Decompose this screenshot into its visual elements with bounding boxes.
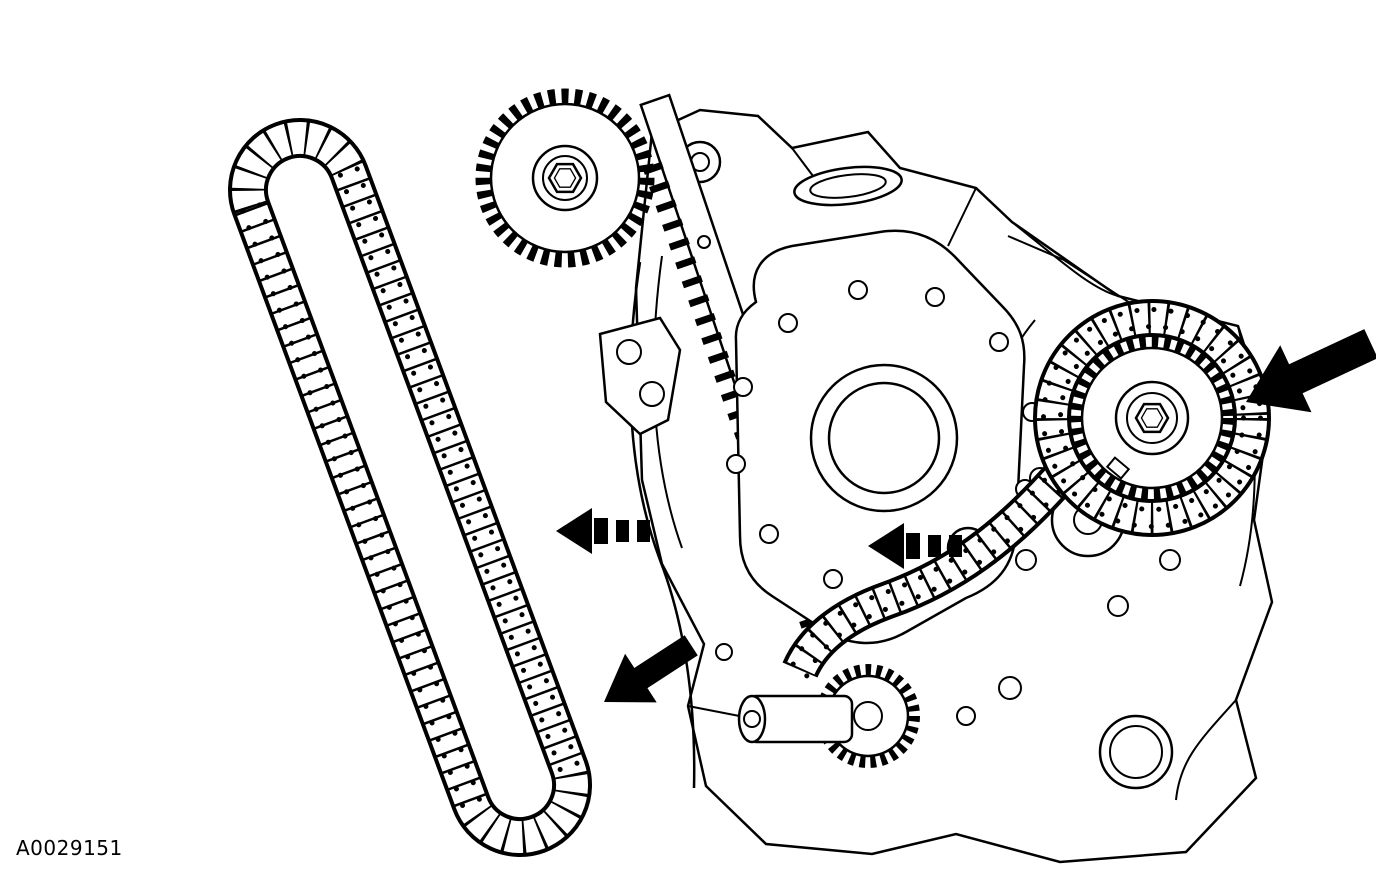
- key-tab: [1105, 456, 1131, 480]
- bolt-hole: [956, 706, 976, 726]
- bolt-hole: [759, 524, 779, 544]
- mounting-bracket: [598, 316, 682, 436]
- bolt-hole: [823, 569, 843, 589]
- crank-chain-ring: [1033, 299, 1271, 537]
- timing-chain-loop: [228, 118, 592, 857]
- bolt-hole: [925, 287, 945, 307]
- sprocket-teeth: [1068, 334, 1236, 502]
- seal-opening-inner: [827, 381, 941, 495]
- dashed-callout-arrow-mid-left: [556, 508, 650, 554]
- callout-arrows: [556, 329, 1376, 703]
- stud: [715, 643, 733, 661]
- sprocket-teeth: [475, 88, 655, 268]
- bolt-hole: [848, 280, 868, 300]
- crankshaft-sprocket: [1068, 334, 1236, 502]
- figure-label: A0029151: [16, 836, 123, 860]
- bolt-hole: [733, 377, 753, 397]
- bolt-hole: [1107, 595, 1129, 617]
- bolt-hole: [726, 454, 746, 474]
- bolt-hole: [1015, 549, 1037, 571]
- camshaft-sprocket: [475, 88, 655, 268]
- guide-teeth: [642, 161, 825, 641]
- bolt-hole: [998, 676, 1022, 700]
- crank-chain-run: [782, 460, 1078, 679]
- bolt-hole: [778, 313, 798, 333]
- bolt-hole: [989, 332, 1009, 352]
- bolt-hole: [1159, 549, 1181, 571]
- solid-callout-arrow-lower-left: [604, 635, 698, 703]
- lower-engine-details: [715, 643, 920, 768]
- large-solid-callout-arrow-right: [1246, 329, 1376, 413]
- dashed-callout-arrow-center: [868, 523, 962, 569]
